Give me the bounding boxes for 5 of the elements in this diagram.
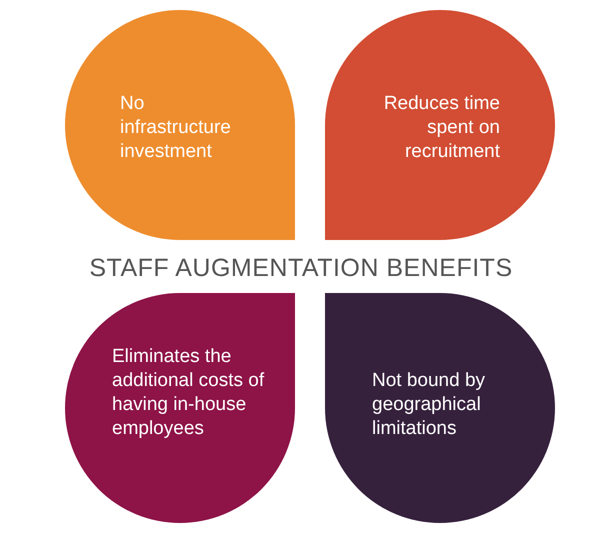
benefit-text: No infrastructure investment [120,92,232,164]
diagram-title: STAFF AUGMENTATION BENEFITS [88,254,514,283]
benefit-text: Reduces time spent on recruitment [382,92,500,164]
benefit-text: Eliminates the additional costs of having in-house employees [112,345,266,441]
benefit-text: Not bound by geographical limitations [372,369,486,441]
